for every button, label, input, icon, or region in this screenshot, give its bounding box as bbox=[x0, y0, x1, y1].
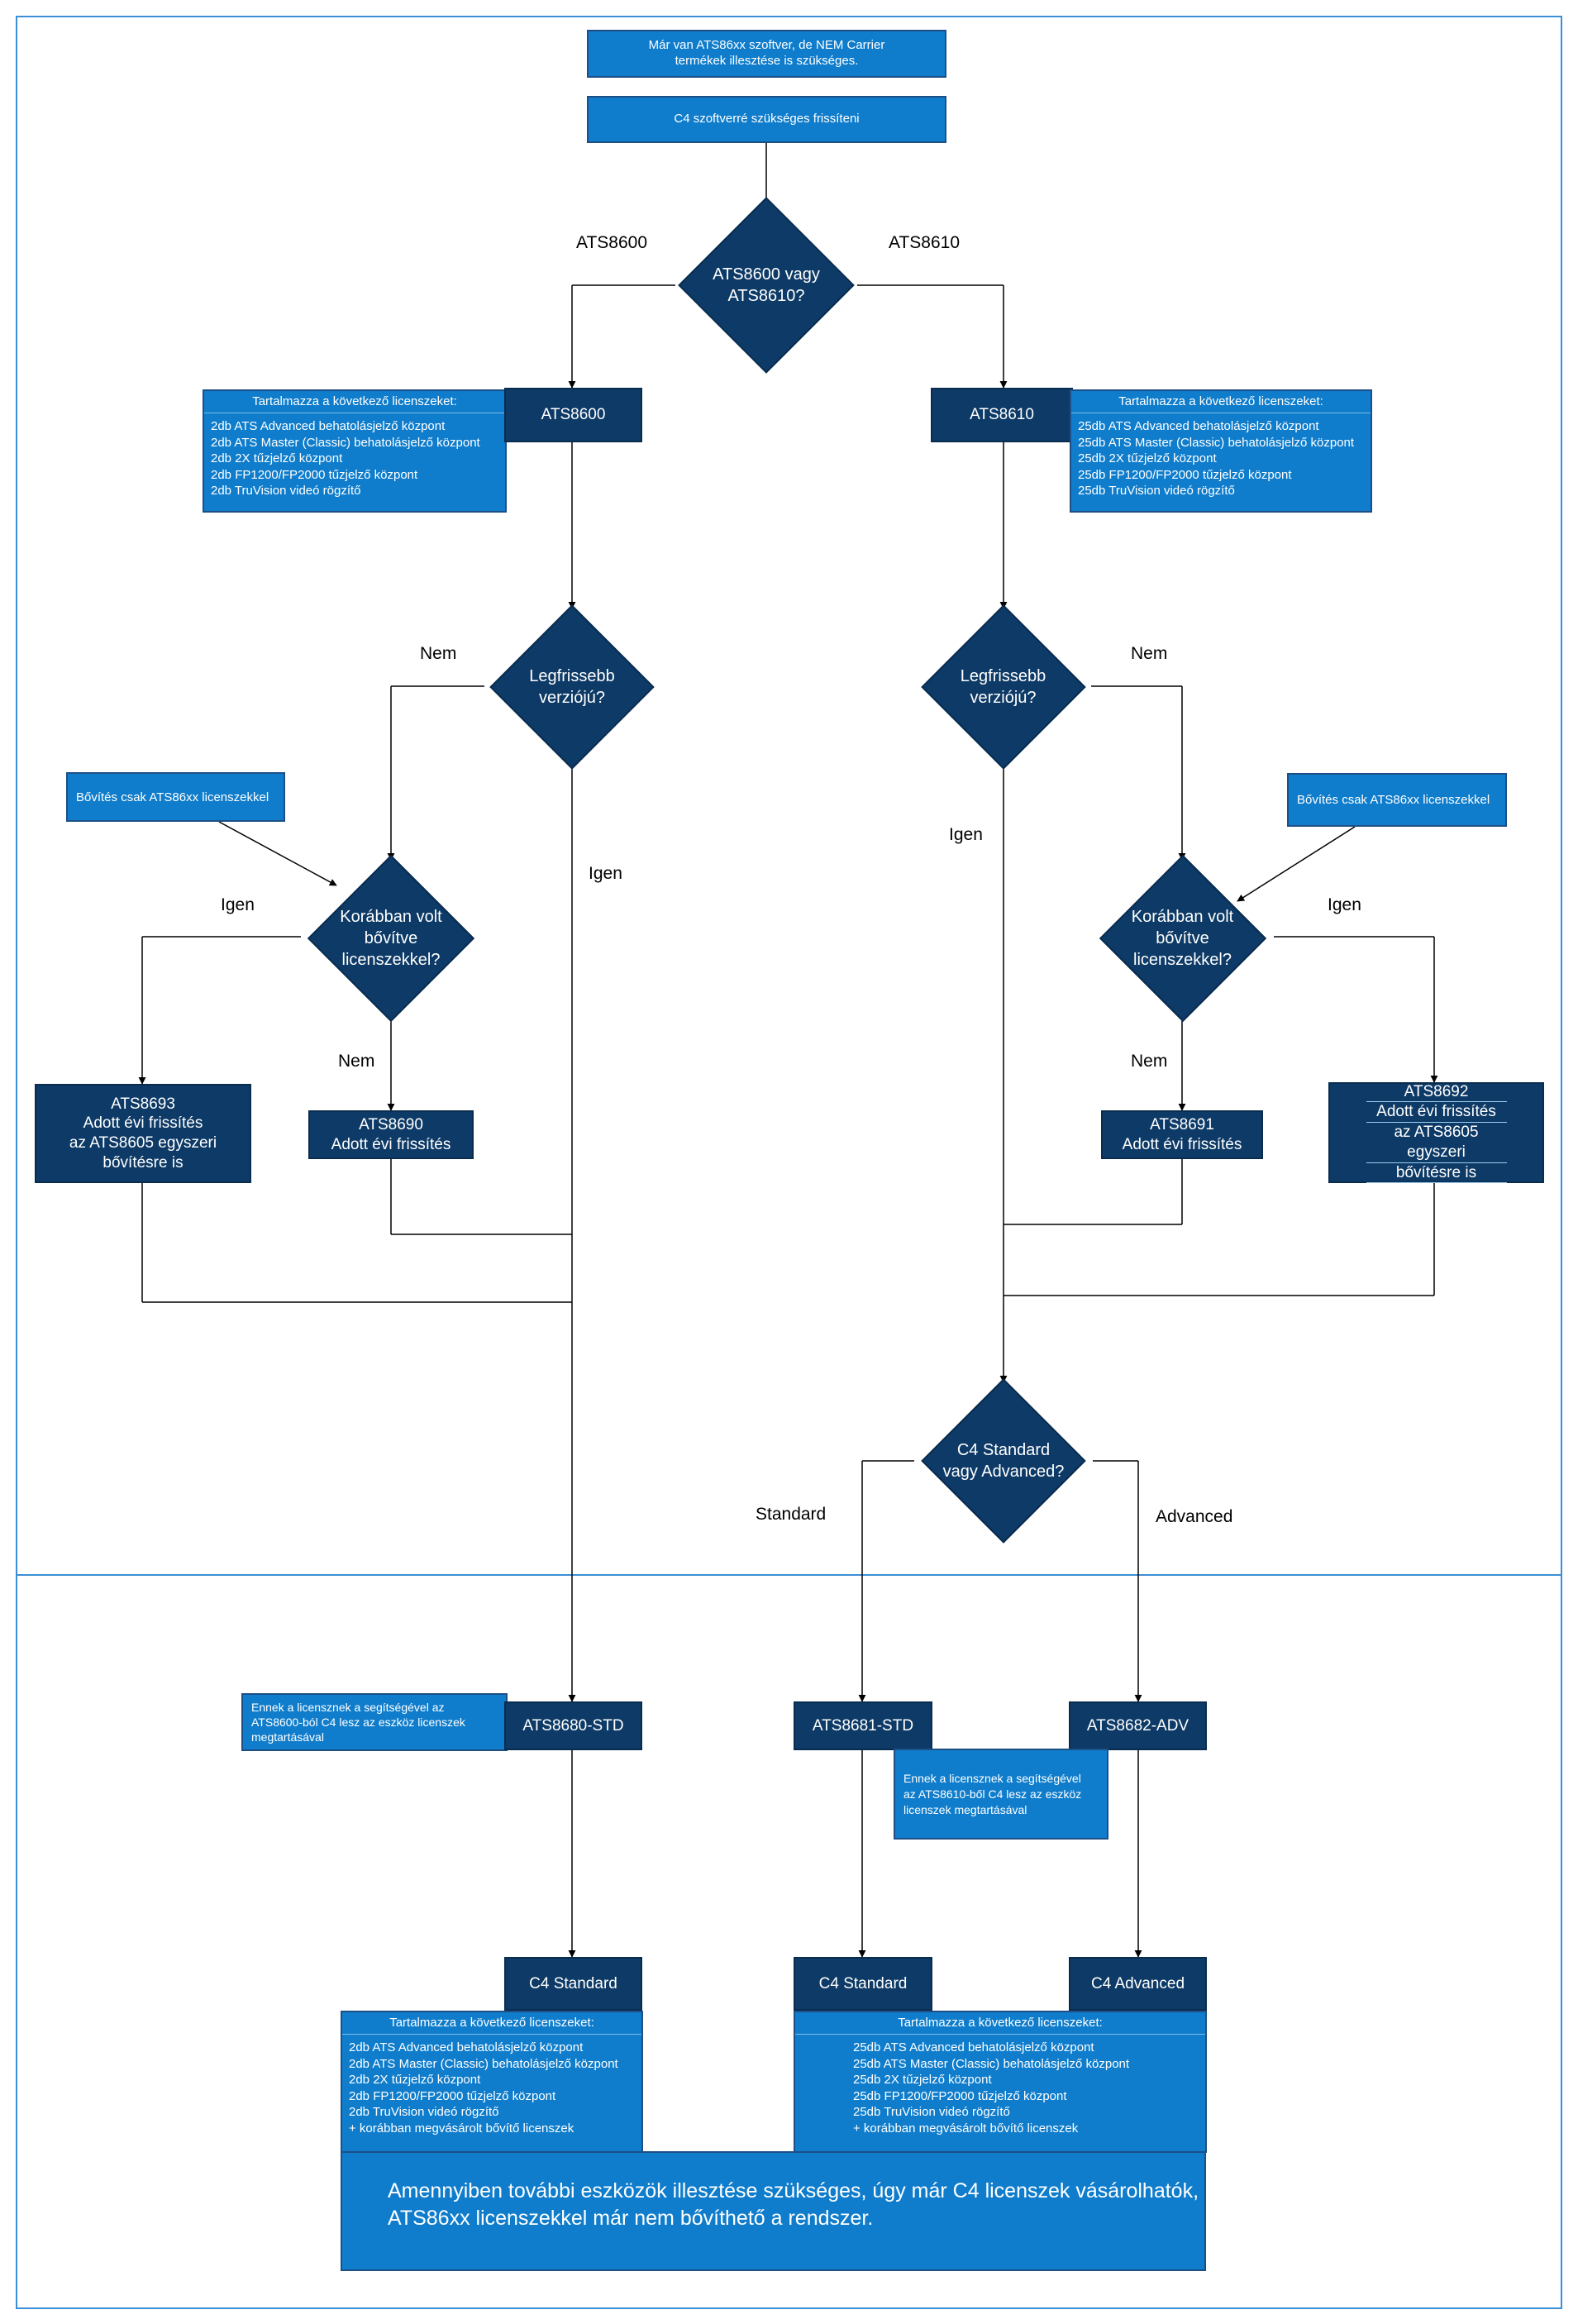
license-info-lines: 25db ATS Advanced behatolásjelző központ… bbox=[795, 2035, 1205, 2141]
ats8690-box: ATS8690 Adott évi frissítés bbox=[308, 1110, 474, 1159]
license-line: 2db ATS Advanced behatolásjelző központ bbox=[211, 419, 446, 433]
label-igen-right-latest: Igen bbox=[949, 825, 983, 844]
license-line: 2db TruVision videó rögzítő bbox=[211, 484, 361, 498]
license-info-header: Tartalmazza a következő licenszeket: bbox=[795, 2012, 1205, 2035]
ats8680-box: ATS8680-STD bbox=[504, 1701, 642, 1750]
footer-note: Amennyiben további eszközök illesztése s… bbox=[341, 2151, 1206, 2271]
ats8693-line: Adott évi frissítés bbox=[83, 1114, 203, 1133]
label-nem-right: Nem bbox=[1131, 644, 1168, 663]
license-line: 2db TruVision videó rögzítő bbox=[349, 2105, 499, 2119]
ats8690-line: ATS8690 bbox=[359, 1115, 423, 1133]
outer-frame bbox=[16, 16, 1562, 2309]
ats8692-line: Adott évi frissítés bbox=[1366, 1102, 1507, 1124]
license-line: 2db ATS Master (Classic) behatolásjelző … bbox=[349, 2056, 618, 2071]
label-nem-left: Nem bbox=[420, 644, 457, 663]
ats8680-note-line: Ennek a licensznek a segítségével az bbox=[251, 1701, 445, 1714]
decision-extended-right: Korábban volt bővítve licenszekkel? bbox=[1091, 854, 1274, 1023]
license-line: 25db TruVision videó rögzítő bbox=[853, 2105, 1010, 2119]
ats8691-line: ATS8691 bbox=[1150, 1115, 1214, 1133]
ats8681-note-line: licenszek megtartásával bbox=[903, 1802, 1027, 1816]
license-line: 2db FP1200/FP2000 tűzjelző központ bbox=[349, 2088, 556, 2103]
license-line: + korábban megvásárolt bővítő licenszek bbox=[349, 2121, 574, 2136]
ats8681-note-line: Ennek a licensznek a segítségével bbox=[903, 1771, 1081, 1785]
ats8691-box: ATS8691 Adott évi frissítés bbox=[1101, 1110, 1263, 1159]
ats8600-license-info: Tartalmazza a következő licenszeket: 2db… bbox=[203, 389, 507, 513]
ats8693-line: bővítésre is bbox=[102, 1153, 184, 1172]
ats8680-note-line: ATS8600-ból C4 lesz az eszköz licenszek bbox=[251, 1716, 465, 1729]
ats8680-note: Ennek a licensznek a segítségével az ATS… bbox=[241, 1693, 508, 1751]
c4-advanced-box: C4 Advanced bbox=[1069, 1957, 1207, 2011]
license-line: 25db ATS Master (Classic) behatolásjelző… bbox=[853, 2056, 1130, 2071]
license-info-header: Tartalmazza a következő licenszeket: bbox=[342, 2012, 641, 2035]
license-line: 2db ATS Master (Classic) behatolásjelző … bbox=[211, 435, 480, 450]
footer-line: ATS86xx licenszekkel már nem bővíthető a… bbox=[388, 2207, 874, 2230]
c4-right-license-info: Tartalmazza a következő licenszeket: 25d… bbox=[794, 2011, 1207, 2153]
label-ats8610: ATS8610 bbox=[889, 233, 960, 252]
ats8610-box: ATS8610 bbox=[931, 388, 1073, 442]
license-line: + korábban megvásárolt bővítő licenszek bbox=[853, 2121, 1079, 2136]
license-line: 2db 2X tűzjelző központ bbox=[349, 2073, 481, 2087]
c4-standard-license-info: Tartalmazza a következő licenszeket: 2db… bbox=[341, 2011, 643, 2153]
update-box: C4 szoftverré szükséges frissíteni bbox=[587, 96, 946, 143]
ats8693-box: ATS8693 Adott évi frissítés az ATS8605 e… bbox=[35, 1084, 251, 1183]
decision-extended-left: Korábban volt bővítve licenszekkel? bbox=[301, 854, 481, 1023]
license-line: 25db TruVision videó rögzítő bbox=[1078, 484, 1235, 498]
label-nem-right-ext: Nem bbox=[1131, 1052, 1168, 1071]
label-igen-left-latest: Igen bbox=[589, 864, 622, 883]
ats8682-box: ATS8682-ADV bbox=[1069, 1701, 1207, 1750]
decision-c4-type: C4 Standard vagy Advanced? bbox=[914, 1378, 1093, 1544]
ats8681-note: Ennek a licensznek a segítségével az ATS… bbox=[894, 1749, 1108, 1840]
ats8610-license-info: Tartalmazza a következő licenszeket: 25d… bbox=[1070, 389, 1372, 513]
license-info-lines: 25db ATS Advanced behatolásjelző központ… bbox=[1071, 413, 1371, 504]
decision-model: ATS8600 vagy ATS8610? bbox=[675, 197, 857, 374]
license-line: 2db 2X tűzjelző központ bbox=[211, 451, 343, 465]
ats8690-line: Adott évi frissítés bbox=[331, 1135, 451, 1153]
c4-standard-left-box: C4 Standard bbox=[504, 1957, 642, 2011]
ats8681-note-line: az ATS8610-ből C4 lesz az eszköz bbox=[903, 1787, 1082, 1801]
ats8692-line: bővítésre is bbox=[1366, 1163, 1507, 1184]
ats8693-line: ATS8693 bbox=[111, 1095, 175, 1113]
edge-note-to-ext-left bbox=[218, 821, 337, 886]
intro-box: Már van ATS86xx szoftver, de NEM Carrier… bbox=[587, 30, 946, 78]
footer-line: Amennyiben további eszközök illesztése s… bbox=[388, 2179, 1199, 2202]
ats8681-box: ATS8681-STD bbox=[794, 1701, 932, 1750]
ats8680-note-line: megtartásával bbox=[251, 1730, 324, 1744]
license-line: 2db ATS Advanced behatolásjelző központ bbox=[349, 2040, 584, 2054]
label-nem-left-ext: Nem bbox=[338, 1052, 375, 1071]
license-line: 25db 2X tűzjelző központ bbox=[1078, 451, 1217, 465]
label-advanced: Advanced bbox=[1156, 1507, 1233, 1526]
ats8692-box: ATS8692 Adott évi frissítés az ATS8605 e… bbox=[1328, 1082, 1544, 1184]
extension-note-right: Bővítés csak ATS86xx licenszekkel bbox=[1287, 773, 1507, 827]
c4-standard-right-box: C4 Standard bbox=[794, 1957, 932, 2011]
ats8692-line: az ATS8605 egyszeri bbox=[1366, 1123, 1507, 1163]
extension-note-left: Bővítés csak ATS86xx licenszekkel bbox=[66, 772, 285, 822]
decision-latest-right: Legfrissebb verziójú? bbox=[915, 604, 1091, 770]
ats8691-line: Adott évi frissítés bbox=[1122, 1135, 1242, 1153]
license-info-header: Tartalmazza a következő licenszeket: bbox=[204, 391, 505, 413]
ats8692-line: ATS8692 bbox=[1366, 1082, 1507, 1103]
license-info-lines: 2db ATS Advanced behatolásjelző központ … bbox=[204, 413, 505, 504]
decision-latest-left: Legfrissebb verziójú? bbox=[484, 604, 660, 770]
label-standard: Standard bbox=[756, 1505, 827, 1524]
ats8600-box: ATS8600 bbox=[504, 388, 642, 442]
license-line: 25db FP1200/FP2000 tűzjelző központ bbox=[853, 2088, 1067, 2103]
license-info-lines: 2db ATS Advanced behatolásjelző központ … bbox=[342, 2035, 641, 2141]
label-ats8600: ATS8600 bbox=[576, 233, 647, 252]
license-line: 25db ATS Advanced behatolásjelző központ bbox=[853, 2040, 1094, 2054]
license-line: 25db FP1200/FP2000 tűzjelző központ bbox=[1078, 467, 1292, 482]
label-igen-right-ext: Igen bbox=[1328, 895, 1361, 914]
license-info-header: Tartalmazza a következő licenszeket: bbox=[1071, 391, 1371, 413]
ats8693-line: az ATS8605 egyszeri bbox=[69, 1134, 217, 1152]
license-line: 25db ATS Master (Classic) behatolásjelző… bbox=[1078, 435, 1355, 450]
edge-note-to-ext-right bbox=[1237, 826, 1356, 902]
license-line: 2db FP1200/FP2000 tűzjelző központ bbox=[211, 467, 418, 482]
license-line: 25db 2X tűzjelző központ bbox=[853, 2073, 992, 2087]
license-line: 25db ATS Advanced behatolásjelző központ bbox=[1078, 419, 1319, 433]
label-igen-left-ext: Igen bbox=[221, 895, 255, 914]
